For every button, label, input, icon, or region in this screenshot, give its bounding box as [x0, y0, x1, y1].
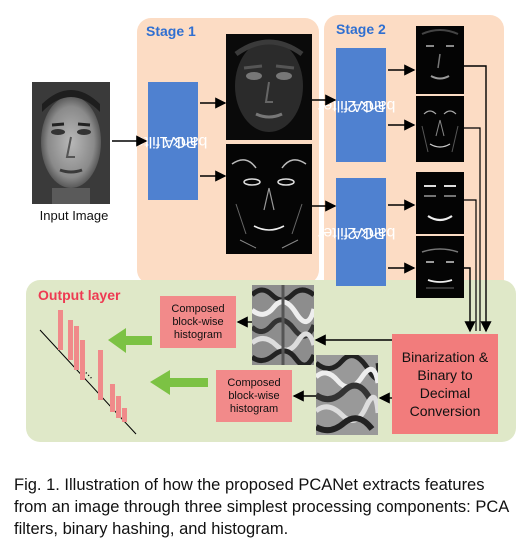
output-layer-title: Output layer [38, 287, 121, 303]
green-arrow-1 [108, 328, 152, 353]
connector-image4-to-binarization [464, 267, 476, 333]
stage2-filtered-image-1 [416, 26, 464, 94]
stage1-filtered-image-2 [226, 144, 312, 254]
stage2-filtered-image-3 [416, 172, 464, 234]
stage1-title: Stage 1 [146, 23, 196, 39]
composed-histogram-box-2: Composed block-wise histogram [216, 370, 292, 422]
stage2-filtered-image-4 [416, 236, 464, 298]
stage2-filtered-image-2 [416, 96, 464, 162]
histogram-glyph [39, 310, 137, 435]
composed-histogram-box-1: Composed block-wise histogram [160, 296, 236, 348]
stage2-title: Stage 2 [336, 21, 386, 37]
stage1-filtered-image-1 [226, 34, 312, 140]
figure-caption: Fig. 1. Illustration of how the proposed… [14, 476, 509, 538]
binary-code-image-1 [252, 285, 314, 365]
input-face-image [32, 82, 110, 204]
binarization-box: Binarization & Binary to Decimal Convers… [392, 334, 498, 434]
connector-image1-to-binarization [464, 65, 492, 333]
green-arrow-2 [150, 370, 208, 395]
input-image-label: Input Image [39, 208, 109, 223]
connector-image2-to-binarization [464, 127, 481, 331]
connector-image3-to-binarization [464, 199, 477, 331]
binary-code-image-2 [316, 355, 378, 435]
